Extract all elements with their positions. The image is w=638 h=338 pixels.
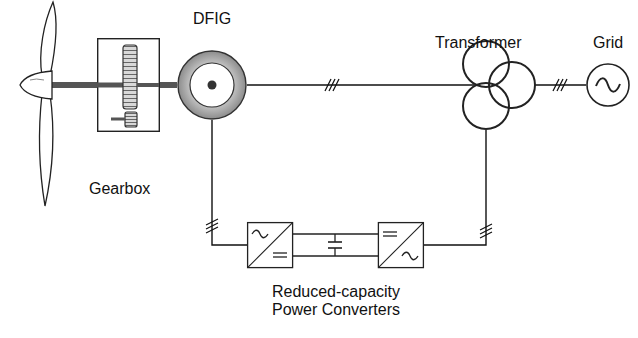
- converter-line: [424, 130, 486, 245]
- drive-shaft: [160, 82, 177, 88]
- grid-line: [534, 84, 586, 85]
- rotor-shaft: [48, 82, 98, 88]
- hub-shading: [30, 79, 44, 80]
- gearbox: Gearbox: [97, 38, 160, 132]
- power-converter-symbol: [247, 222, 424, 268]
- stator-line: [247, 84, 474, 85]
- transformer-symbol: [462, 39, 536, 131]
- component-label: Reduced-capacity Power Converters: [256, 283, 416, 319]
- power-converter: Reduced-capacity Power Converters: [247, 222, 424, 268]
- component-label: Gearbox: [89, 180, 150, 198]
- rotor-line: [212, 120, 247, 245]
- generator: DFIG: [177, 50, 247, 120]
- rotor-hub: [20, 71, 52, 99]
- grid-source: Grid: [586, 63, 630, 107]
- component-label: Transformer: [435, 34, 522, 52]
- rotor-blade: [40, 94, 53, 206]
- rotor-blade: [41, 2, 56, 76]
- grid-source-symbol: [586, 63, 630, 107]
- transformer: Transformer: [462, 39, 536, 131]
- component-label: DFIG: [193, 10, 231, 28]
- generator-symbol: [177, 50, 247, 120]
- component-label: Grid: [593, 34, 623, 52]
- gearbox-symbol: [97, 38, 160, 132]
- three-phase-marks: [206, 79, 567, 238]
